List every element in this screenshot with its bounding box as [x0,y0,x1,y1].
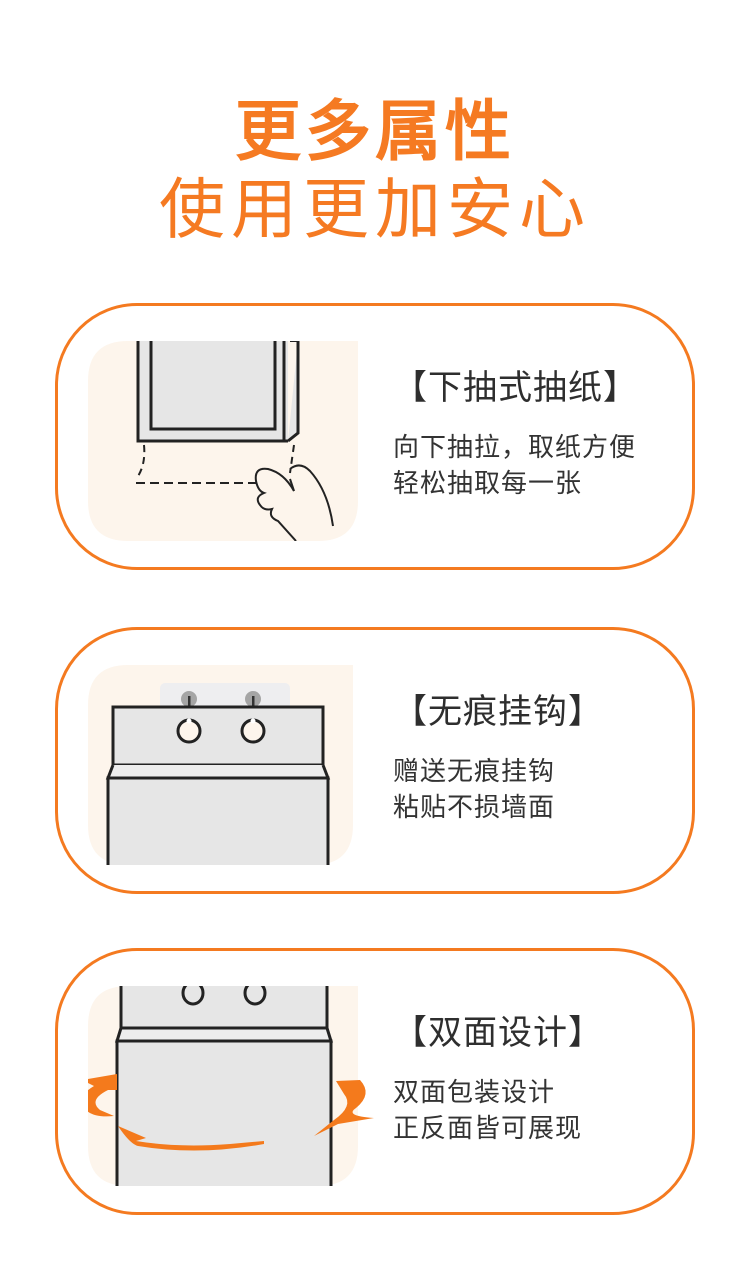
feature-desc-line: 赠送无痕挂钩 [393,757,556,787]
feature-title: 【双面设计】 [393,1013,603,1053]
feature-description: 向下抽拉，取纸方便 轻松抽取每一张 [393,430,638,502]
headline-secondary: 使用更加安心 [159,171,591,248]
feature-text: 【下抽式抽纸】 向下抽拉，取纸方便 轻松抽取每一张 [393,368,638,502]
feature-desc-line: 粘贴不损墙面 [393,793,556,823]
feature-desc-line: 双面包装设计 [393,1078,556,1108]
rotate-double-sided-illustration [88,986,388,1186]
feature-title: 【下抽式抽纸】 [393,368,638,408]
hand-pull-tissue-illustration [88,341,388,541]
feature-desc-line: 正反面皆可展现 [393,1114,583,1144]
feature-text: 【双面设计】 双面包装设计 正反面皆可展现 [393,1013,603,1147]
feature-desc-line: 向下抽拉，取纸方便 [393,433,637,463]
feature-title: 【无痕挂钩】 [393,692,603,732]
feature-description: 赠送无痕挂钩 粘贴不损墙面 [393,754,603,826]
feature-card-pull-down: 【下抽式抽纸】 向下抽拉，取纸方便 轻松抽取每一张 [55,303,695,570]
feature-card-hook: 【无痕挂钩】 赠送无痕挂钩 粘贴不损墙面 [55,627,695,894]
feature-text: 【无痕挂钩】 赠送无痕挂钩 粘贴不损墙面 [393,692,603,826]
headline-primary: 更多属性 [235,93,515,170]
feature-description: 双面包装设计 正反面皆可展现 [393,1075,603,1147]
wall-hook-illustration [88,665,388,865]
feature-card-double-sided: 【双面设计】 双面包装设计 正反面皆可展现 [55,948,695,1215]
feature-desc-line: 轻松抽取每一张 [393,469,583,499]
